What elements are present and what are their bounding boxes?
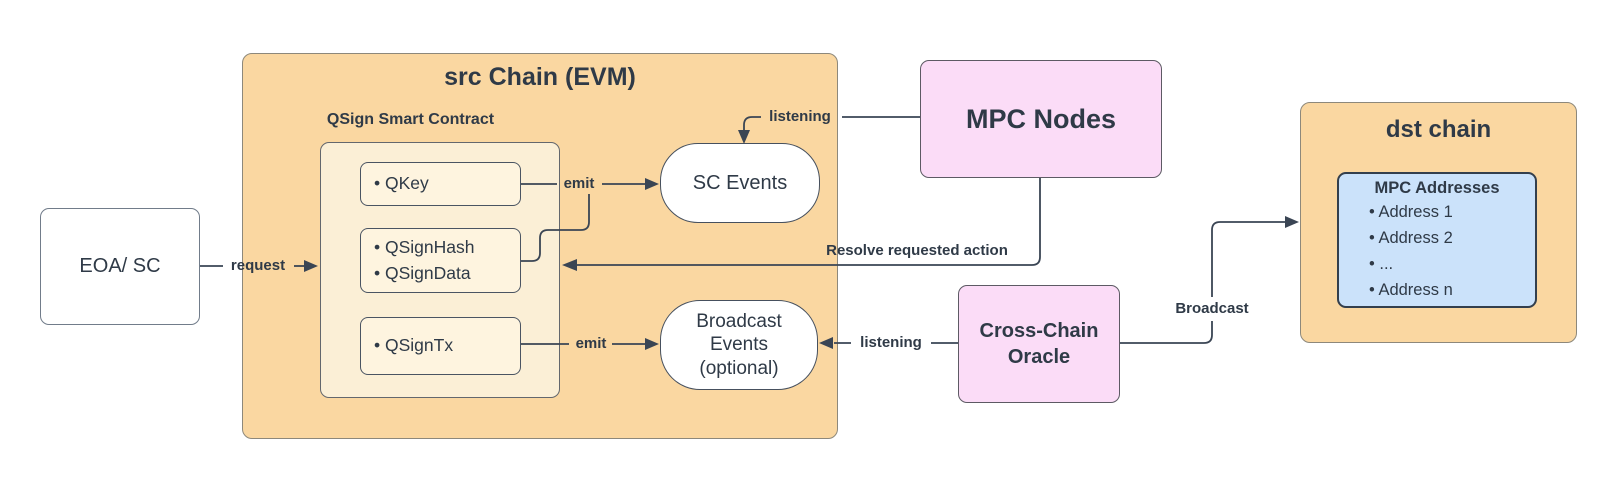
emit-bottom-edge-label: emit xyxy=(575,335,607,352)
qkey-label: • QKey xyxy=(374,173,429,194)
mpc-nodes-node: MPC Nodes xyxy=(920,60,1162,178)
mpc-addresses-title: MPC Addresses xyxy=(1374,179,1500,197)
eoa-sc-label: EOA/ SC xyxy=(79,255,161,277)
dst-chain-title: dst chain xyxy=(1385,116,1492,143)
address-item: • Address 2 xyxy=(1369,229,1453,247)
mpc-addresses-panel: MPC Addresses • Address 1 • Address 2 • … xyxy=(1337,172,1537,308)
listening-bottom-edge-label: listening xyxy=(860,334,922,351)
emit-top-edge-label: emit xyxy=(563,175,595,192)
qsigndata-label: • QSignData xyxy=(374,262,471,283)
listening-top-edge-label: listening xyxy=(769,108,831,125)
qsigntx-label: • QSignTx xyxy=(374,335,454,356)
address-item: • Address 1 xyxy=(1369,203,1453,221)
broadcast-arrowhead xyxy=(1285,216,1299,228)
sc-events-label: SC Events xyxy=(692,171,788,194)
sc-events-node: SC Events xyxy=(660,143,820,223)
cross-chain-oracle-node: Cross-Chain Oracle xyxy=(958,285,1120,403)
broadcast-events-label: Broadcast Events (optional) xyxy=(696,311,782,379)
qsign-contract-title: QSign Smart Contract xyxy=(326,111,495,128)
resolve-edge-label: Resolve requested action xyxy=(826,242,1008,259)
broadcast-line xyxy=(1120,321,1213,344)
broadcast-edge-label: Broadcast xyxy=(1175,300,1249,317)
qsigntx-item: • QSignTx xyxy=(360,317,521,375)
mpc-addresses-list: • Address 1 • Address 2 • ... • Address … xyxy=(1339,199,1535,303)
qsignhash-qsigndata-item: • QSignHash • QSignData xyxy=(360,228,521,293)
qkey-item: • QKey xyxy=(360,162,521,206)
address-item: • ... xyxy=(1369,255,1394,273)
address-item: • Address n xyxy=(1369,281,1453,299)
mpc-nodes-label: MPC Nodes xyxy=(965,103,1117,134)
broadcast-events-node: Broadcast Events (optional) xyxy=(660,300,818,390)
cross-chain-oracle-label: Cross-Chain Oracle xyxy=(979,320,1099,368)
request-edge-label: request xyxy=(230,257,286,274)
eoa-sc-node: EOA/ SC xyxy=(40,208,200,325)
src-chain-title: src Chain (EVM) xyxy=(444,63,636,91)
qsignhash-label: • QSignHash xyxy=(374,237,475,258)
broadcast-line xyxy=(1211,221,1285,297)
